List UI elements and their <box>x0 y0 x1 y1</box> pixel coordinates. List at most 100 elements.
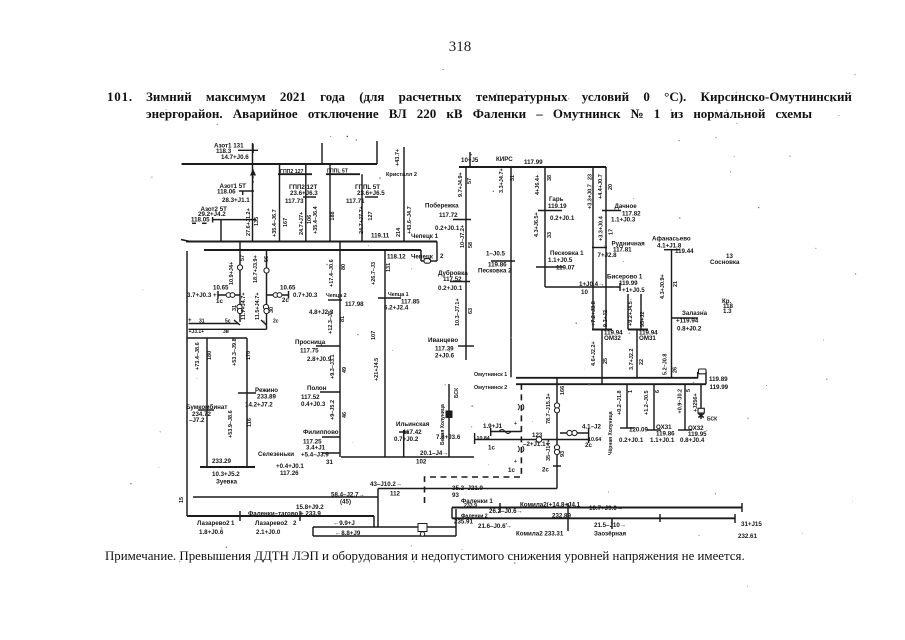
svg-text:Афанасьево: Афанасьево <box>652 236 691 243</box>
svg-text:232.89: 232.89 <box>552 513 571 520</box>
svg-text:119.89: 119.89 <box>709 376 728 383</box>
svg-text:0.7+J0.3: 0.7+J0.3 <box>293 292 318 299</box>
svg-text:+7.2+J3.8: +7.2+J3.8 <box>591 301 597 326</box>
svg-text:58: 58 <box>468 242 474 248</box>
svg-text:+: + <box>188 317 192 324</box>
svg-text:Режино: Режино <box>255 387 278 394</box>
svg-text:1с: 1с <box>508 467 515 474</box>
svg-text:106: 106 <box>307 215 313 224</box>
svg-text:28.3+J1.1: 28.3+J1.1 <box>222 197 250 204</box>
svg-text:1+J0.4→: 1+J0.4→ <box>579 281 604 288</box>
svg-text:10.84: 10.84 <box>477 436 490 442</box>
svg-text:1: 1 <box>231 520 235 527</box>
svg-text:35–J14+: 35–J14+ <box>546 439 552 461</box>
svg-text:107: 107 <box>371 331 377 340</box>
svg-text:35.2–J21.9→: 35.2–J21.9→ <box>452 485 489 492</box>
svg-text:26.2–J0.6→: 26.2–J0.6→ <box>489 508 523 515</box>
svg-text:2с: 2с <box>542 467 549 474</box>
svg-text:←9.9+J: ←9.9+J <box>333 520 355 527</box>
svg-text:135: 135 <box>254 217 260 226</box>
svg-text:Иванцево: Иванцево <box>428 337 458 344</box>
svg-text:57: 57 <box>240 255 246 261</box>
svg-text:Филиппово: Филиппово <box>303 429 339 436</box>
svg-text:10.65: 10.65 <box>213 285 229 292</box>
svg-text:+0.9–J0.2: +0.9–J0.2 <box>678 389 684 414</box>
svg-text:117.81: 117.81 <box>613 247 632 254</box>
svg-text:Дачное: Дачное <box>615 203 638 210</box>
svg-text:10.65: 10.65 <box>280 285 296 292</box>
svg-text:1–J0.5: 1–J0.5 <box>486 251 505 258</box>
svg-text:116: 116 <box>247 418 253 427</box>
svg-text:119.44: 119.44 <box>675 248 694 255</box>
svg-text:Залазна: Залазна <box>682 310 708 317</box>
svg-text:+9–J5.2: +9–J5.2 <box>330 400 336 420</box>
svg-text:1.8+J0.6: 1.8+J0.6 <box>199 529 224 536</box>
svg-text:+0.2–J1.8: +0.2–J1.8 <box>617 390 623 415</box>
svg-text:2с: 2с <box>282 297 289 304</box>
svg-text:80: 80 <box>341 264 347 270</box>
svg-text:81: 81 <box>340 316 346 322</box>
svg-text:Чепецк 1: Чепецк 1 <box>411 233 439 240</box>
svg-text:20: 20 <box>608 184 614 190</box>
svg-text:31+J15: 31+J15 <box>741 521 762 528</box>
svg-text:119.95: 119.95 <box>688 431 707 438</box>
svg-text:233.29: 233.29 <box>212 458 231 465</box>
svg-text:0.2+J0.1: 0.2+J0.1 <box>438 285 463 292</box>
svg-text:0.8+J0.4: 0.8+J0.4 <box>680 437 705 444</box>
svg-text:29.2+J4.2: 29.2+J4.2 <box>198 211 226 218</box>
svg-text:–J7.2: –J7.2 <box>189 417 205 424</box>
svg-text:+35.4–J6.4: +35.4–J6.4 <box>313 205 319 234</box>
svg-text:Омутнинск 2: Омутнинск 2 <box>474 385 507 391</box>
svg-text:15.8+J9.2: 15.8+J9.2 <box>296 504 324 511</box>
svg-text:120.09: 120.09 <box>629 427 648 434</box>
svg-text:119.86: 119.86 <box>656 431 675 438</box>
svg-text:25: 25 <box>603 358 609 364</box>
svg-text:+73.4–J8.6: +73.4–J8.6 <box>195 342 201 370</box>
svg-text:3.4+J1: 3.4+J1 <box>306 445 326 452</box>
svg-text:23.6+J6.3: 23.6+J6.3 <box>290 190 318 197</box>
svg-text:Песковка 2: Песковка 2 <box>478 268 512 275</box>
svg-text:←8.8+J9: ←8.8+J9 <box>335 530 361 537</box>
svg-text:23.6+J6.5: 23.6+J6.5 <box>357 190 385 197</box>
svg-text:Чепца 1: Чепца 1 <box>388 292 409 298</box>
svg-text:КИРС: КИРС <box>496 156 513 163</box>
svg-text:10–J7.2+: 10–J7.2+ <box>460 225 466 248</box>
svg-text:21: 21 <box>673 281 679 287</box>
svg-text:+119.94: +119.94 <box>676 318 699 325</box>
svg-text:7.3+J3.6: 7.3+J3.6 <box>436 434 461 441</box>
svg-text:3.7+J0.3 +: 3.7+J0.3 + <box>187 292 217 299</box>
svg-text:117.98: 117.98 <box>345 301 364 308</box>
svg-text:166: 166 <box>560 386 566 395</box>
svg-text:21.5–J10→: 21.5–J10→ <box>594 522 626 529</box>
svg-text:Рудничная: Рудничная <box>612 241 646 248</box>
svg-text:ОМ31: ОМ31 <box>639 335 656 342</box>
svg-text:+J3.1+: +J3.1+ <box>189 329 205 335</box>
svg-text:93: 93 <box>452 492 459 499</box>
svg-text:21.6–J0.6→: 21.6–J0.6→ <box>478 523 512 530</box>
svg-text:+1.2–J0.5: +1.2–J0.5 <box>644 390 650 415</box>
svg-text:11.5+J4.7+: 11.5+J4.7+ <box>255 292 261 320</box>
svg-text:7+J2.8: 7+J2.8 <box>598 252 618 259</box>
svg-text:0.2+J0.1: 0.2+J0.1 <box>550 215 575 222</box>
svg-text:1.1+J0.1: 1.1+J0.1 <box>650 437 675 444</box>
svg-text:ОХ32: ОХ32 <box>688 425 704 432</box>
svg-text:4.1–J2: 4.1–J2 <box>582 424 601 431</box>
svg-text:Омутнинск 1: Омутнинск 1 <box>474 372 507 378</box>
svg-text:5.2+J2.4: 5.2+J2.4 <box>384 305 409 312</box>
svg-text:119.99: 119.99 <box>619 280 638 287</box>
svg-text:Лазарево2: Лазарево2 <box>197 520 230 527</box>
svg-text:30: 30 <box>269 307 275 313</box>
svg-text:1.3: 1.3 <box>723 308 732 315</box>
svg-text:13: 13 <box>726 253 733 260</box>
svg-text:3в: 3в <box>223 329 229 335</box>
svg-text:ОМ32: ОМ32 <box>604 335 621 342</box>
svg-text:1.1+J0.3: 1.1+J0.3 <box>611 217 636 224</box>
svg-text:+3.3+J0.7: +3.3+J0.7 <box>588 184 594 209</box>
svg-text:Гарь: Гарь <box>549 196 564 203</box>
svg-text:119.11: 119.11 <box>371 233 390 240</box>
svg-text:31: 31 <box>199 319 205 325</box>
svg-text:Лазарево2: Лазарево2 <box>255 520 288 527</box>
svg-text:214: 214 <box>396 227 402 237</box>
svg-text:3.3+J4.7+: 3.3+J4.7+ <box>499 168 505 193</box>
svg-text:+53.3–J9.8: +53.3–J9.8 <box>232 338 238 366</box>
